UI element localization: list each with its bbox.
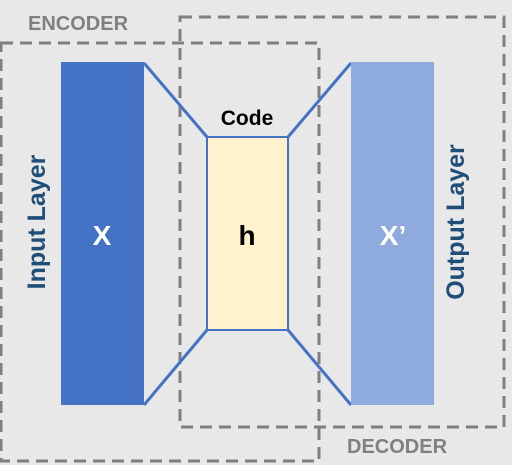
decoder-label: DECODER [347,436,448,458]
input-block [61,62,144,405]
output-block [351,62,434,405]
encoder-dashed-box [0,41,321,463]
connector-input-bottom [142,329,209,406]
code-title: Code [221,107,274,130]
decoder-dashed-box [178,15,506,429]
connector-output-top [286,62,353,138]
code-block [206,136,289,331]
encoder-label: ENCODER [28,13,129,35]
input-block-label: X [93,220,112,251]
connector-input-top [142,62,209,138]
output-block-label: X’ [380,220,406,251]
output-layer-label: Output Layer [442,144,470,300]
connector-output-bottom [286,329,353,406]
input-layer-label: Input Layer [23,154,51,289]
code-block-label: h [238,220,255,251]
